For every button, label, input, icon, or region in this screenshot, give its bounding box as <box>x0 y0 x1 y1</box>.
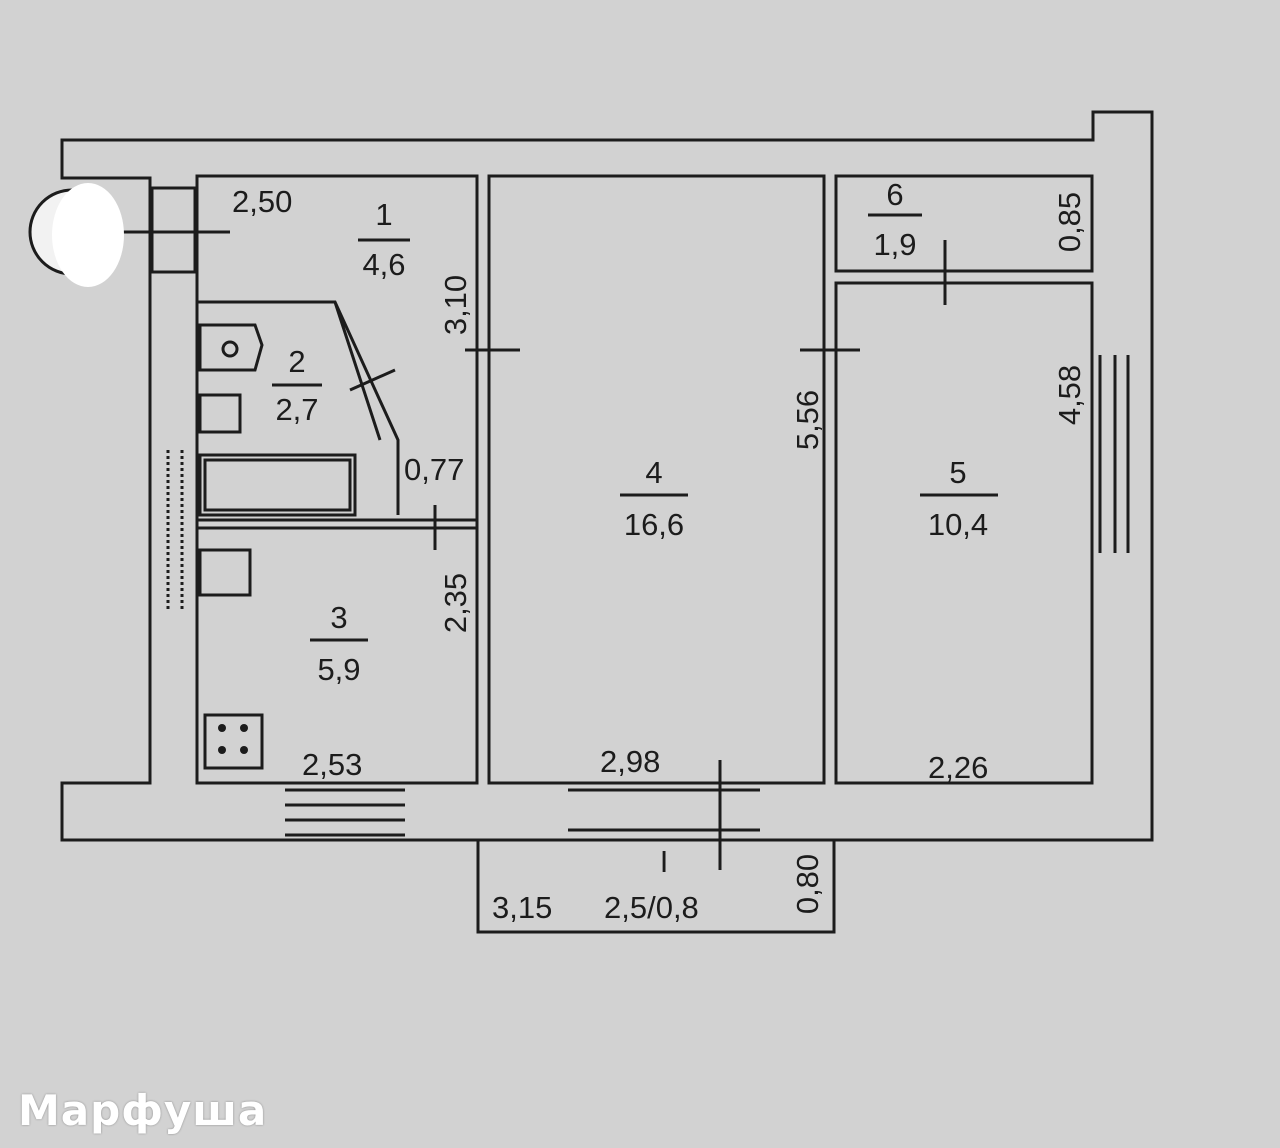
sink <box>198 393 242 434</box>
dim-kitchen-length: 2,35 <box>438 573 473 633</box>
dim-bedroom-length: 4,58 <box>1052 365 1087 425</box>
toilet <box>198 323 264 372</box>
room-1-area: 4,6 <box>362 247 405 282</box>
radiator <box>166 450 184 610</box>
room-4-area: 16,6 <box>624 507 684 542</box>
window-living <box>568 788 760 832</box>
dim-living-length: 5,56 <box>790 390 825 450</box>
balcony-outline <box>476 838 836 934</box>
stove <box>203 713 264 770</box>
room-5-number: 5 <box>949 455 966 490</box>
window-bedroom <box>1098 355 1130 553</box>
room-1-2-3-outline <box>195 174 479 785</box>
room-4-number: 4 <box>645 455 662 490</box>
balcony-number: I <box>660 844 669 879</box>
balcony-area: 2,5/0,8 <box>604 890 699 925</box>
window-kitchen <box>285 788 405 837</box>
room-5-area: 10,4 <box>928 507 988 542</box>
dim-kitchen-width: 2,53 <box>302 747 362 782</box>
bathtub <box>198 453 357 517</box>
room-2-number: 2 <box>288 344 305 379</box>
room-1-number: 1 <box>375 197 392 232</box>
room-6-number: 6 <box>886 177 903 212</box>
balcony-length: 3,15 <box>492 890 552 925</box>
dim-corridor-width: 0,77 <box>404 452 464 487</box>
outer-wall-top <box>60 110 1154 842</box>
room-6-outline <box>834 174 1094 273</box>
redaction-blob <box>52 183 124 287</box>
kitchen-sink <box>198 548 252 597</box>
room-4-outline <box>487 174 826 785</box>
dim-living-width: 2,98 <box>600 744 660 779</box>
balcony-depth: 0,80 <box>790 854 825 914</box>
dim-storage-depth: 0,85 <box>1052 192 1087 252</box>
room-3-number: 3 <box>330 600 347 635</box>
bath-partition <box>197 300 400 515</box>
room-2-area: 2,7 <box>275 392 318 427</box>
room-6-area: 1,9 <box>873 227 916 262</box>
dim-bedroom-width: 2,26 <box>928 750 988 785</box>
room-5-outline <box>834 281 1094 785</box>
dim-hall-length: 3,10 <box>438 275 473 335</box>
room-3-area: 5,9 <box>317 652 360 687</box>
watermark: Марфуша <box>18 1086 268 1135</box>
dim-hall-width: 2,50 <box>232 184 292 219</box>
